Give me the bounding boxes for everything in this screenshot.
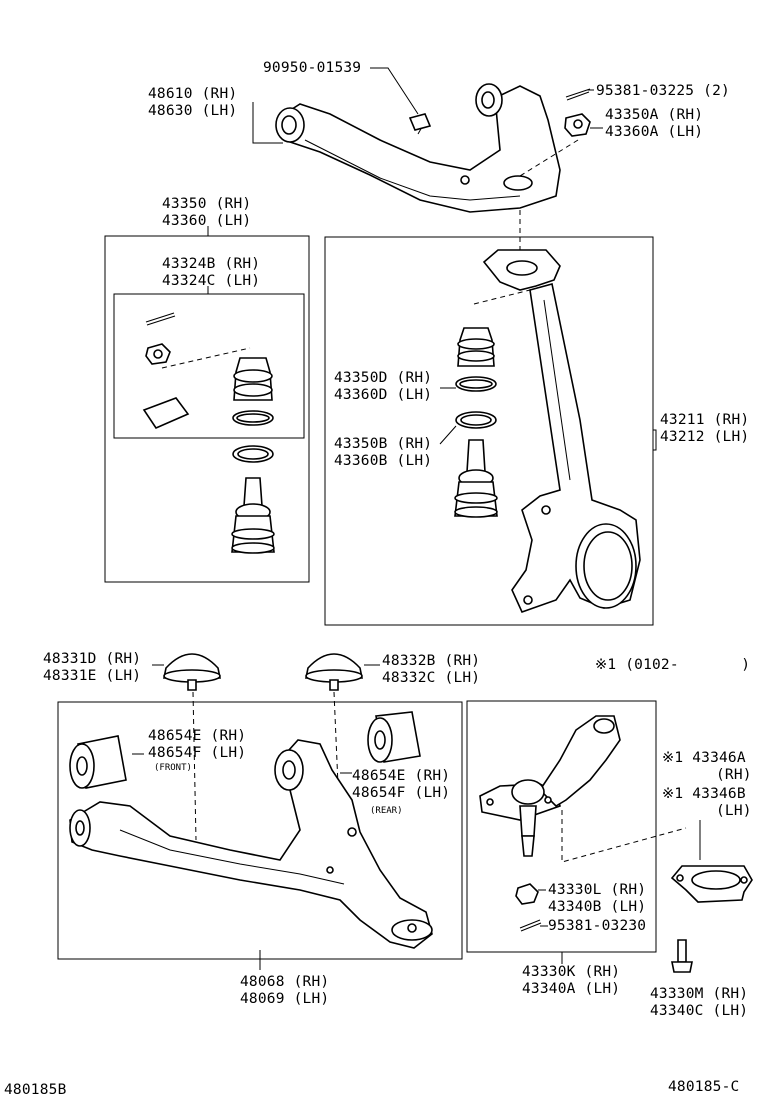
knuckle-boot-drawing bbox=[457, 327, 495, 367]
label-43212-lh: 43212 (LH) bbox=[660, 429, 750, 445]
upper-balljoint-kit-box bbox=[104, 235, 310, 583]
castle-nut-upper-drawing bbox=[564, 113, 591, 137]
label-95381-03230: 95381-03230 bbox=[548, 918, 647, 934]
knuckle-ring-drawing bbox=[455, 376, 497, 392]
label-43350d-rh: 43350D (RH) bbox=[334, 370, 433, 386]
label-43360b-lh: 43360B (LH) bbox=[334, 453, 433, 469]
label-48654f-lh-rear: 48654F (LH) bbox=[352, 785, 451, 801]
cotter-pin-upper-drawing bbox=[565, 88, 591, 101]
kit-boot-drawing bbox=[233, 357, 273, 401]
kit-snap-ring-drawing bbox=[232, 445, 274, 463]
label-43346b: ※1 43346B bbox=[662, 786, 746, 802]
label-43340a-lh: 43340A (LH) bbox=[522, 981, 621, 997]
steering-knuckle-drawing bbox=[482, 249, 641, 613]
label-43360-lh: 43360 (LH) bbox=[162, 213, 252, 229]
knuckle-snap-ring-drawing bbox=[455, 411, 497, 429]
label-48332b-rh: 48332B (RH) bbox=[382, 653, 481, 669]
label-43330l-rh: 43330L (RH) bbox=[548, 882, 647, 898]
label-front: (FRONT) bbox=[154, 763, 192, 773]
label-43346b-lh: (LH) bbox=[716, 803, 752, 819]
label-43346a-rh: (RH) bbox=[716, 767, 752, 783]
label-43340c-lh: 43340C (LH) bbox=[650, 1003, 749, 1019]
bump-stopper-rh-drawing bbox=[163, 653, 221, 691]
lower-control-arm-drawing bbox=[69, 739, 433, 949]
label-43346a: ※1 43346A bbox=[662, 750, 746, 766]
kit-nut-drawing bbox=[145, 343, 171, 365]
label-43324c-lh: 43324C (LH) bbox=[162, 273, 261, 289]
front-bushing-drawing bbox=[69, 735, 127, 789]
rear-bushing-drawing bbox=[367, 711, 421, 763]
figure-id-right: 480185-C bbox=[668, 1079, 740, 1095]
label-48069-lh: 48069 (LH) bbox=[240, 991, 330, 1007]
label-95381-03225: 95381-03225 (2) bbox=[596, 83, 730, 99]
label-43350-rh: 43350 (RH) bbox=[162, 196, 252, 212]
label-48630-lh: 48630 (LH) bbox=[148, 103, 238, 119]
label-43324b-rh: 43324B (RH) bbox=[162, 256, 261, 272]
label-90950-01539: 90950-01539 bbox=[263, 60, 362, 76]
lower-nut-drawing bbox=[515, 883, 539, 905]
lower-ball-joint-drawing bbox=[479, 715, 621, 857]
label-43340b-lh: 43340B (LH) bbox=[548, 899, 647, 915]
kit-grease-pack-drawing bbox=[142, 397, 190, 430]
label-48610-rh: 48610 (RH) bbox=[148, 86, 238, 102]
kit-ball-joint-drawing bbox=[231, 477, 275, 554]
label-48331d-rh: 48331D (RH) bbox=[43, 651, 142, 667]
label-rear: (REAR) bbox=[370, 806, 403, 816]
balljoint-boot-kit-box bbox=[113, 293, 305, 439]
label-43330k-rh: 43330K (RH) bbox=[522, 964, 621, 980]
label-43350a-rh: 43350A (RH) bbox=[605, 107, 704, 123]
kit-cotter-pin-drawing bbox=[145, 312, 176, 326]
label-43350b-rh: 43350B (RH) bbox=[334, 436, 433, 452]
label-43360d-lh: 43360D (LH) bbox=[334, 387, 433, 403]
steering-knuckle-box bbox=[324, 236, 654, 626]
lower-bolt-drawing bbox=[671, 939, 693, 973]
dust-cover-drawing bbox=[670, 865, 753, 903]
label-48654e-rh-rear: 48654E (RH) bbox=[352, 768, 451, 784]
grease-plug-drawing bbox=[408, 113, 432, 131]
label-43360a-lh: 43360A (LH) bbox=[605, 124, 704, 140]
label-43211-rh: 43211 (RH) bbox=[660, 412, 750, 428]
figure-id-left: 480185B bbox=[4, 1082, 67, 1098]
knuckle-ball-joint-drawing bbox=[454, 439, 498, 518]
label-48654e-rh-front: 48654E (RH) bbox=[148, 728, 247, 744]
label-48068-rh: 48068 (RH) bbox=[240, 974, 330, 990]
bump-stopper-lh-drawing bbox=[305, 653, 363, 691]
label-note-1: ※1 (0102- ) bbox=[595, 657, 751, 673]
label-48331e-lh: 48331E (LH) bbox=[43, 668, 142, 684]
label-43330m-rh: 43330M (RH) bbox=[650, 986, 749, 1002]
lower-cotter-pin-drawing bbox=[519, 919, 542, 932]
upper-control-arm-drawing bbox=[275, 83, 561, 213]
label-48654f-lh-front: 48654F (LH) bbox=[148, 745, 247, 761]
kit-ring-drawing bbox=[232, 410, 274, 426]
label-48332c-lh: 48332C (LH) bbox=[382, 670, 481, 686]
